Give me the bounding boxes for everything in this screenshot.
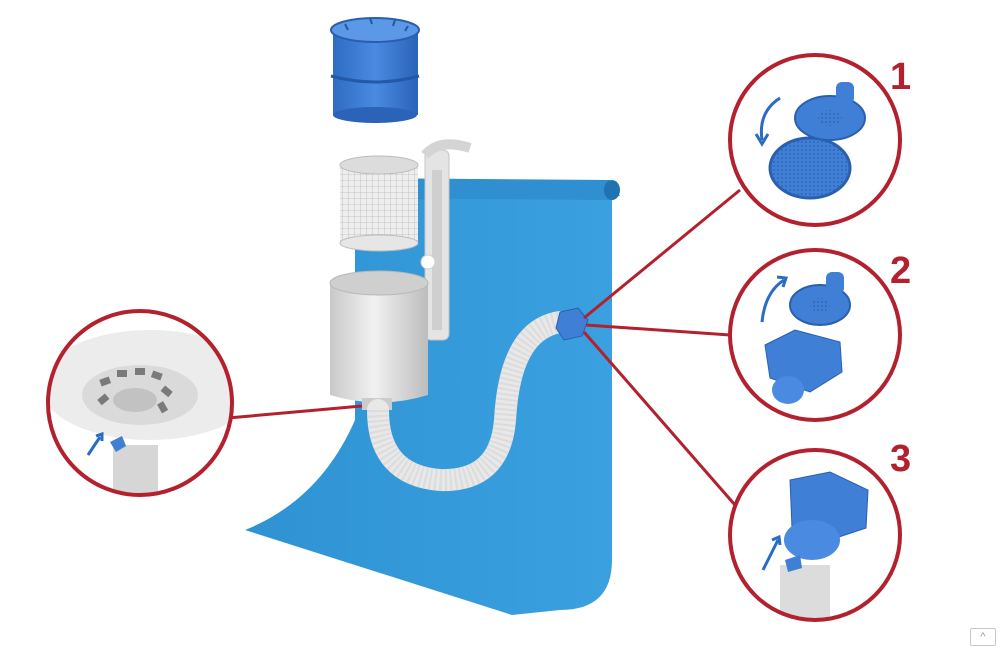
callout-leader-lines xyxy=(227,188,741,506)
strainer-basket xyxy=(339,155,419,252)
skimmer-lid xyxy=(330,17,420,123)
step-1-label: 1 xyxy=(890,56,912,98)
callout-step-1 xyxy=(728,53,902,227)
skimmer-housing xyxy=(329,270,429,410)
watermark-icon: ^ xyxy=(970,628,996,646)
step-3-label: 3 xyxy=(890,438,912,480)
callout-step-3 xyxy=(728,448,902,622)
callout-step-2 xyxy=(728,248,902,422)
wall-inlet-fitting xyxy=(555,307,589,341)
hanger-bracket xyxy=(420,139,472,341)
step-2-label: 2 xyxy=(890,250,912,292)
callout-detail-left xyxy=(46,309,234,497)
